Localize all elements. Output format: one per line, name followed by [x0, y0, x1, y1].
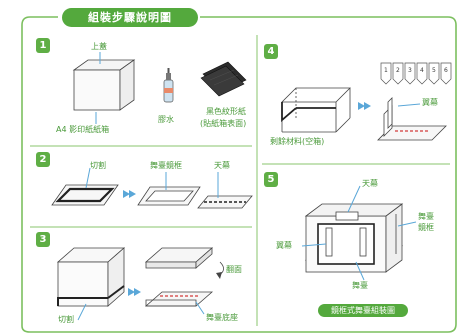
- label-step2-frame: 舞臺鏡框: [150, 161, 182, 170]
- step3-tray-bottom: [144, 291, 214, 307]
- label-a4-box: A4 影印紙紙箱: [56, 125, 110, 134]
- step5-stage: [304, 203, 404, 273]
- step3-floor-leader: [195, 301, 205, 315]
- black-paper-icon: [200, 61, 247, 97]
- step-number-3: 3: [36, 232, 50, 247]
- step5-caption: 鏡框式舞臺組裝圖: [318, 304, 408, 317]
- step2-board: [51, 184, 119, 206]
- label-step2-curtain: 天幕: [214, 161, 230, 170]
- glue-bottle-icon: [163, 68, 174, 103]
- step4-arrow: [358, 102, 371, 110]
- label-glue: 膠水: [158, 115, 174, 124]
- label-step5-frame-1: 舞臺: [418, 212, 434, 221]
- label-step5-wing: 翼幕: [276, 241, 292, 250]
- step1-box: [72, 59, 136, 111]
- strip-label-4: 4: [420, 67, 424, 74]
- outer-frame: [21, 16, 457, 333]
- step2-curtain: [197, 195, 253, 209]
- strip-label-1: 1: [384, 67, 388, 74]
- label-step5-frame-2: 鏡框: [418, 223, 434, 232]
- step2-cut-leader: [85, 167, 91, 189]
- label-step3-floor: 舞臺底座: [206, 313, 238, 322]
- step5-wing-leader: [301, 243, 327, 247]
- step4-wing-leader: [397, 103, 421, 107]
- label-black-paper-note: (貼紙箱表面): [200, 119, 247, 128]
- step3-arrow: [128, 288, 141, 296]
- step4-strips: [380, 62, 452, 85]
- step5-floor-leader: [355, 261, 365, 281]
- label-step4-leftover: 剩餘材料(空箱): [270, 137, 325, 146]
- label-step4-wing: 翼幕: [422, 98, 438, 107]
- label-step5-floor: 舞臺: [352, 281, 368, 290]
- step2-arrow: [123, 190, 136, 198]
- diagram-title: 組裝步驟說明圖: [62, 8, 198, 27]
- strip-label-2: 2: [396, 67, 400, 74]
- step3-cut-leader: [77, 303, 87, 321]
- step3-box: [56, 247, 126, 307]
- step2-frame: [137, 186, 201, 206]
- label-step5-curtain: 天幕: [362, 179, 378, 188]
- step3-tray-top: [144, 247, 214, 269]
- step4-empty-box: [281, 87, 351, 133]
- label-step2-cut: 切割: [90, 161, 106, 170]
- step5-frame-leader: [397, 221, 417, 227]
- strip-label-6: 6: [444, 67, 448, 74]
- label-lid: 上蓋: [91, 42, 107, 51]
- strip-label-3: 3: [408, 67, 412, 74]
- step4-base: [377, 97, 447, 141]
- label-step3-cut: 切割: [58, 315, 74, 324]
- step-number-5: 5: [264, 172, 278, 187]
- step5-curtain-leader: [347, 185, 361, 213]
- step-number-4: 4: [264, 44, 278, 59]
- step-number-2: 2: [36, 152, 50, 167]
- strip-label-5: 5: [432, 67, 436, 74]
- step-number-1: 1: [36, 38, 50, 53]
- label-step3-flip: 翻面: [226, 265, 242, 274]
- label-black-paper: 黑色紋形紙: [206, 107, 246, 116]
